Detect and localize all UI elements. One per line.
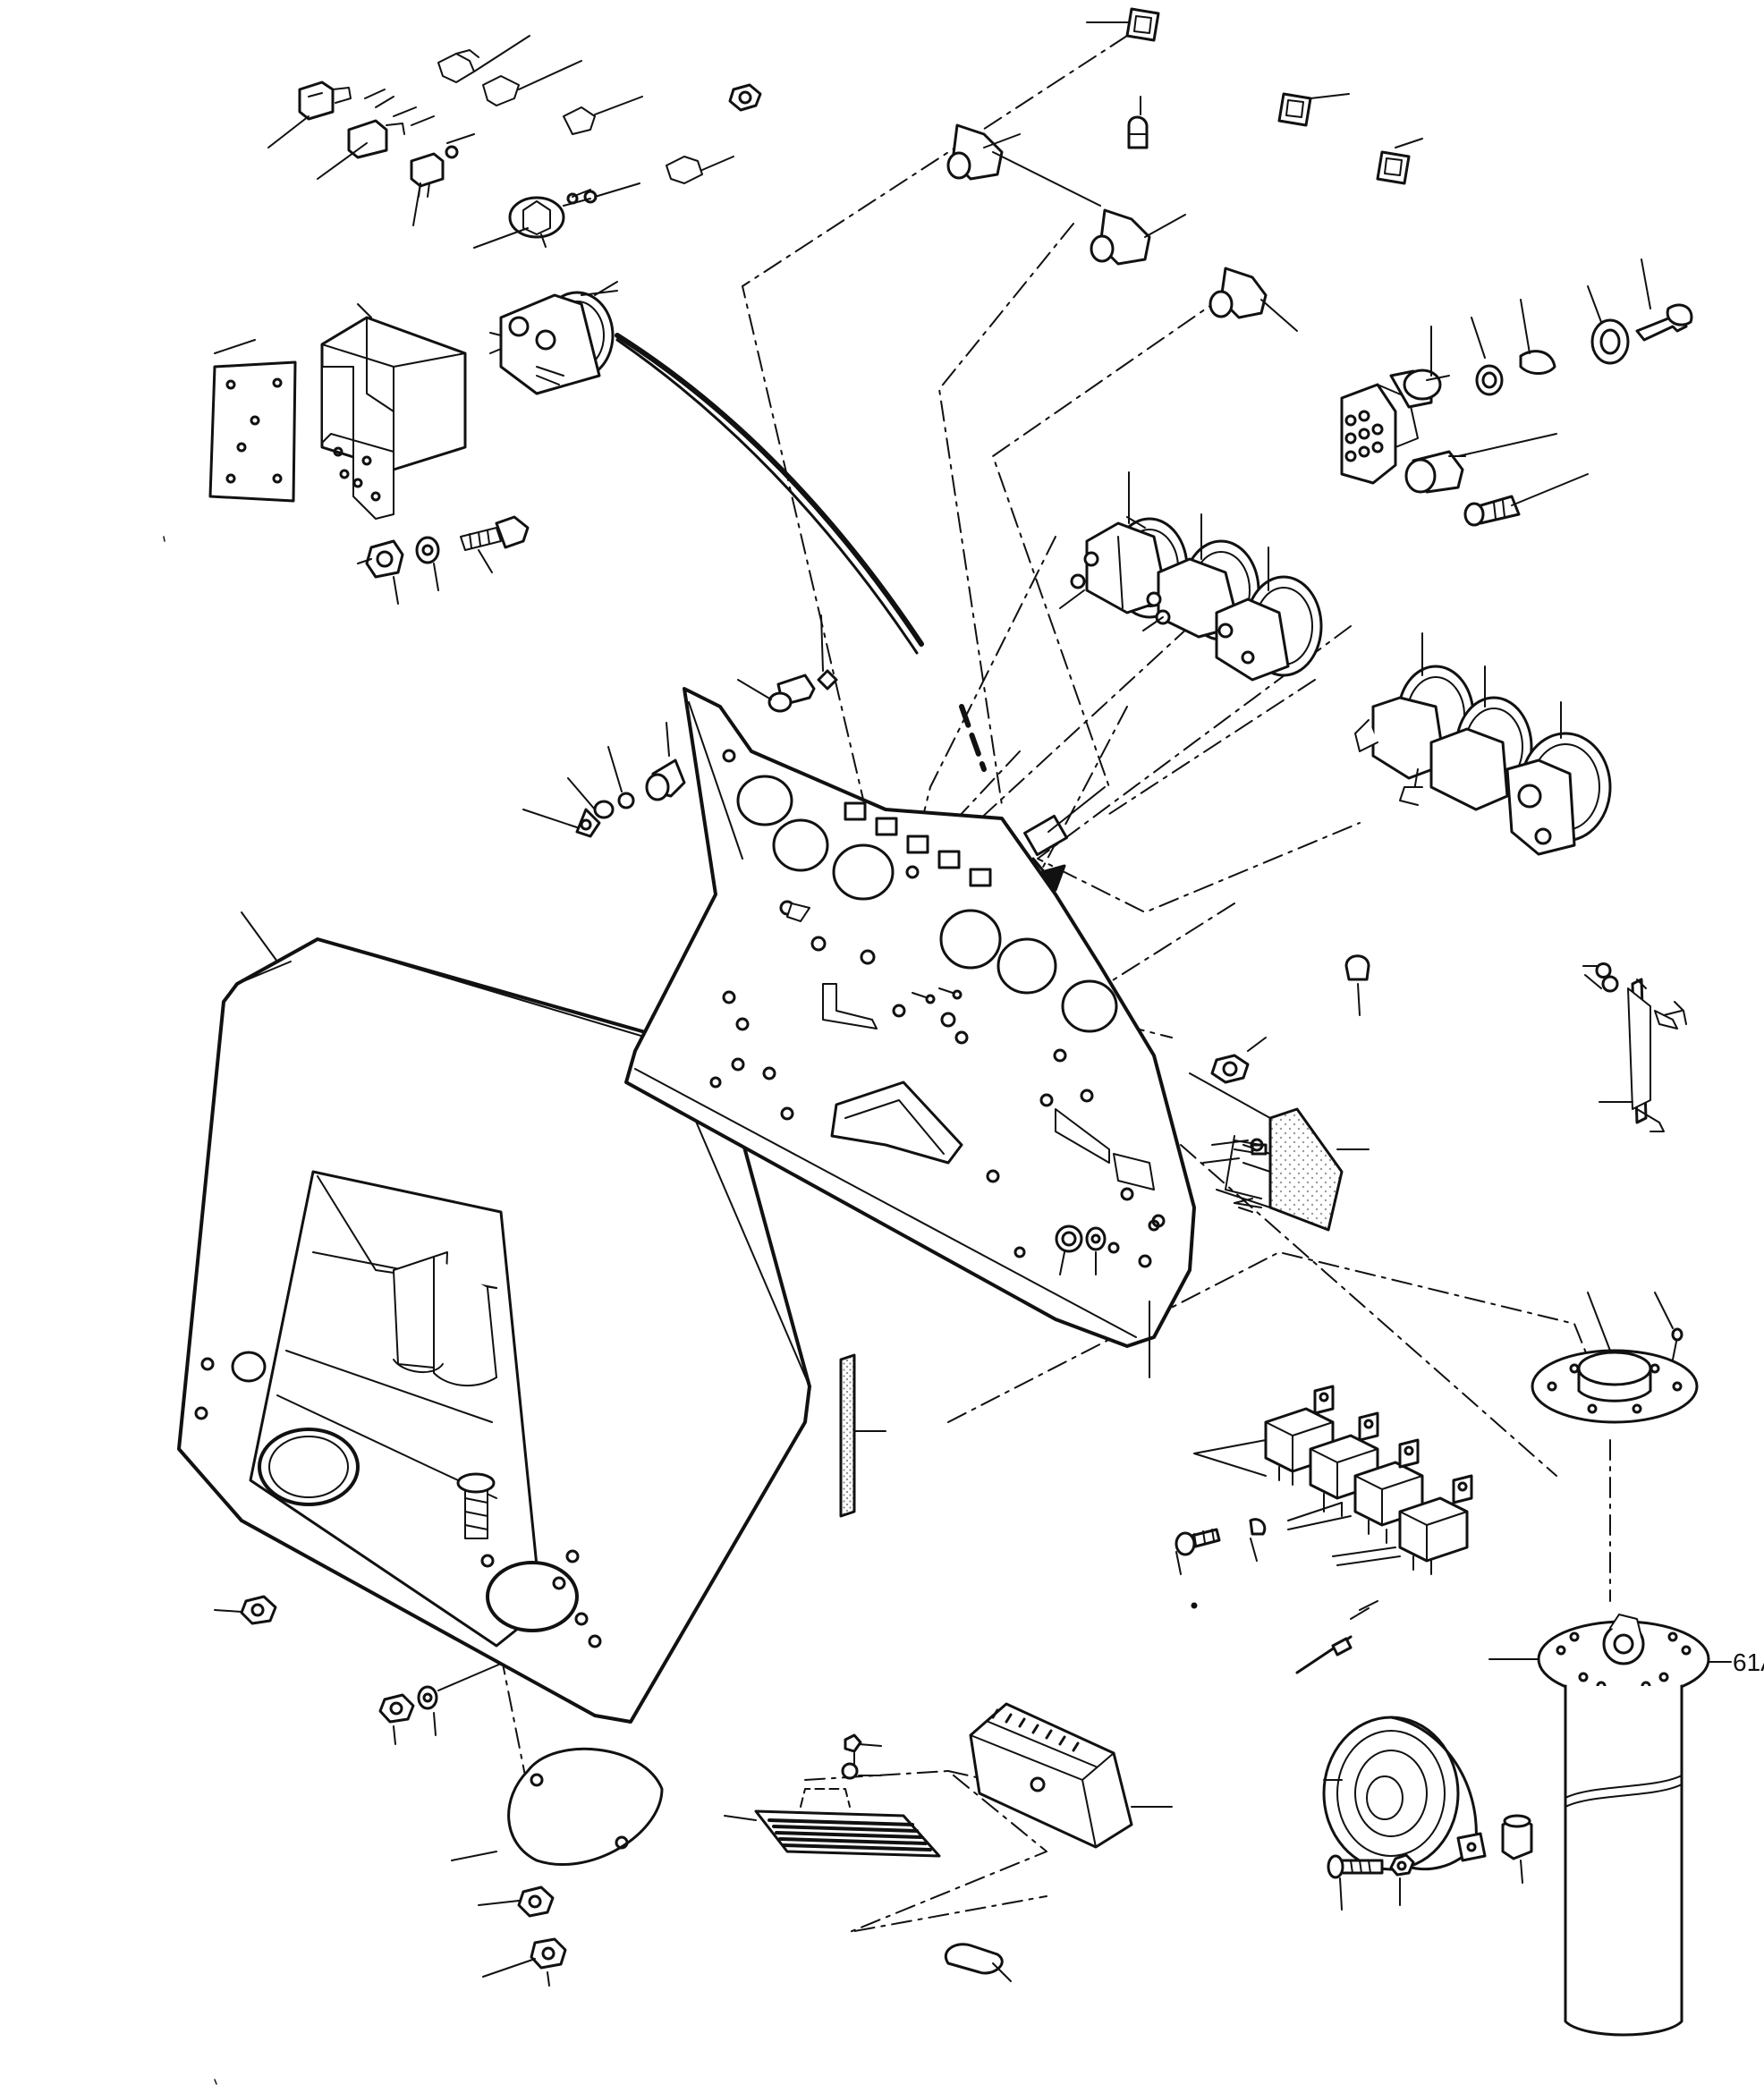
bottom-nuts	[214, 1595, 567, 1987]
panel-fasteners-bottom	[1055, 1138, 1264, 1378]
horn	[1322, 1716, 1533, 1911]
switch-cluster-top-left	[267, 35, 762, 249]
panel-fasteners-left	[522, 614, 838, 838]
trim-strip	[839, 1353, 886, 1518]
relay-bank	[1175, 1385, 1473, 1609]
panel-nut	[1210, 1054, 1250, 1084]
gauge-group-lower	[1354, 632, 1612, 856]
right-bracket	[1582, 962, 1687, 1132]
callout-61a: 61A	[1733, 1648, 1764, 1676]
vent-grille	[724, 1733, 941, 1858]
instrument-panel	[624, 687, 1196, 1348]
gauge-cable	[615, 333, 924, 647]
filter-box	[945, 1702, 1173, 1982]
relay-box-and-gauge	[208, 281, 618, 605]
fuel-sender-tube	[1488, 1614, 1732, 2037]
fuel-sender-flange	[1531, 1292, 1699, 1424]
cover-plate	[451, 1747, 664, 1866]
side-bracket	[1189, 1072, 1370, 1232]
console-housing	[177, 937, 811, 1724]
ignition-switch-assembly	[1340, 258, 1693, 527]
warning-lamps	[946, 7, 1423, 332]
gauge-group-upper	[1059, 471, 1323, 682]
